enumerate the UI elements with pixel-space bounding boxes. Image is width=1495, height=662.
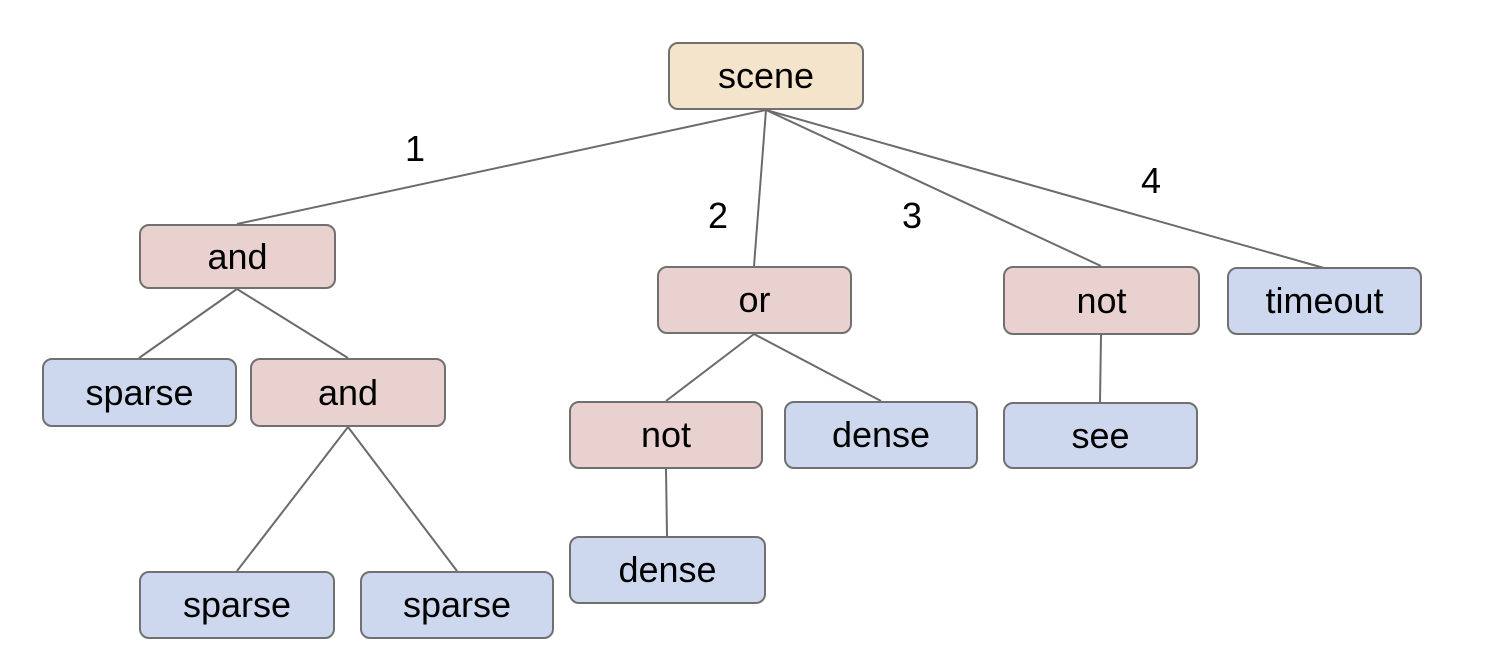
edge-not-see bbox=[1099, 334, 1102, 403]
node-sparse-bottom-left: sparse bbox=[139, 571, 335, 639]
edge-scene-timeout bbox=[765, 109, 1325, 269]
node-not: not bbox=[1003, 266, 1200, 335]
edge-scene-or bbox=[753, 109, 767, 267]
edge-scene-and bbox=[236, 109, 767, 225]
node-see: see bbox=[1003, 402, 1198, 469]
node-dense-bottom: dense bbox=[569, 536, 766, 604]
edge-scene-not bbox=[765, 109, 1102, 267]
node-scene: scene bbox=[668, 42, 864, 110]
edge-not2-dense bbox=[665, 468, 668, 537]
node-sparse-bottom-right: sparse bbox=[360, 571, 554, 639]
node-sparse-left: sparse bbox=[42, 358, 237, 427]
node-and: and bbox=[139, 224, 336, 289]
node-not-inner: not bbox=[569, 401, 763, 469]
node-dense-right: dense bbox=[784, 401, 978, 469]
edge-or-not bbox=[665, 333, 755, 402]
edge-label-4: 4 bbox=[1140, 160, 1162, 201]
node-and-inner: and bbox=[250, 358, 446, 427]
edge-or-dense bbox=[753, 333, 882, 402]
edge-and-sparse bbox=[138, 288, 238, 359]
edge-label-3: 3 bbox=[901, 195, 923, 236]
edge-label-1: 1 bbox=[404, 128, 426, 169]
node-timeout: timeout bbox=[1227, 267, 1422, 335]
node-or: or bbox=[657, 266, 852, 334]
edge-label-2: 2 bbox=[707, 195, 729, 236]
edge-and2-sparse-l bbox=[236, 426, 349, 572]
edge-and2-sparse-r bbox=[347, 426, 458, 572]
edge-and-and bbox=[236, 288, 349, 359]
